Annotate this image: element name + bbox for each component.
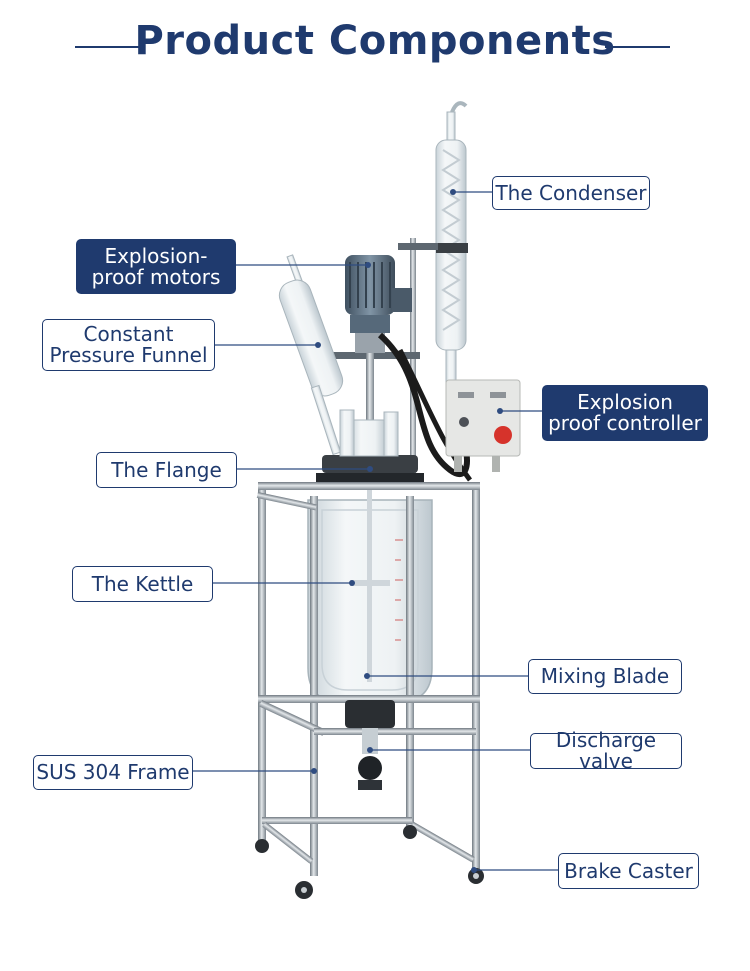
label-pressure-funnel: Constant Pressure Funnel <box>42 319 215 371</box>
label-condenser: The Condenser <box>492 176 650 210</box>
label-discharge-valve: Discharge valve <box>530 728 682 773</box>
label-condenser-text: The Condenser <box>495 180 647 205</box>
explosion-proof-controller <box>445 379 521 472</box>
label-funnel-line2: Pressure Funnel <box>49 343 208 367</box>
brake-casters <box>255 825 484 899</box>
kettle <box>307 487 433 703</box>
title-right-rule <box>605 46 670 48</box>
label-motors-line1: Explosion- <box>104 243 208 268</box>
label-mixing-blade: Mixing Blade <box>528 659 682 694</box>
label-controller-line2: proof controller <box>548 411 702 435</box>
label-frame-text: SUS 304 Frame <box>36 760 190 784</box>
discharge-valve <box>345 700 395 790</box>
label-frame: SUS 304 Frame <box>33 755 193 790</box>
label-controller-line1: Explosion <box>577 390 673 414</box>
label-flange-text: The Flange <box>111 457 222 482</box>
pressure-funnel <box>278 254 344 456</box>
leader-dots <box>311 189 503 873</box>
page-title: Product Components <box>134 18 616 64</box>
sus304-frame <box>256 482 480 876</box>
label-brake-caster-text: Brake Caster <box>564 858 693 883</box>
label-funnel-line1: Constant <box>83 322 174 346</box>
label-brake-caster: Brake Caster <box>558 853 699 889</box>
label-discharge-valve-text: Discharge valve <box>555 728 657 773</box>
label-explosion-proof-motors: Explosion- proof motors <box>76 239 236 294</box>
condenser <box>435 101 468 391</box>
label-motors-line2: proof motors <box>91 264 221 289</box>
title-left-rule <box>75 46 140 48</box>
label-flange: The Flange <box>96 452 237 488</box>
label-explosion-proof-controller: Explosion proof controller <box>542 385 708 441</box>
label-kettle: The Kettle <box>72 566 213 602</box>
label-kettle-text: The Kettle <box>91 571 194 596</box>
label-mixing-blade-text: Mixing Blade <box>540 664 670 688</box>
leader-lines <box>193 191 558 871</box>
explosion-proof-motor <box>345 255 412 463</box>
